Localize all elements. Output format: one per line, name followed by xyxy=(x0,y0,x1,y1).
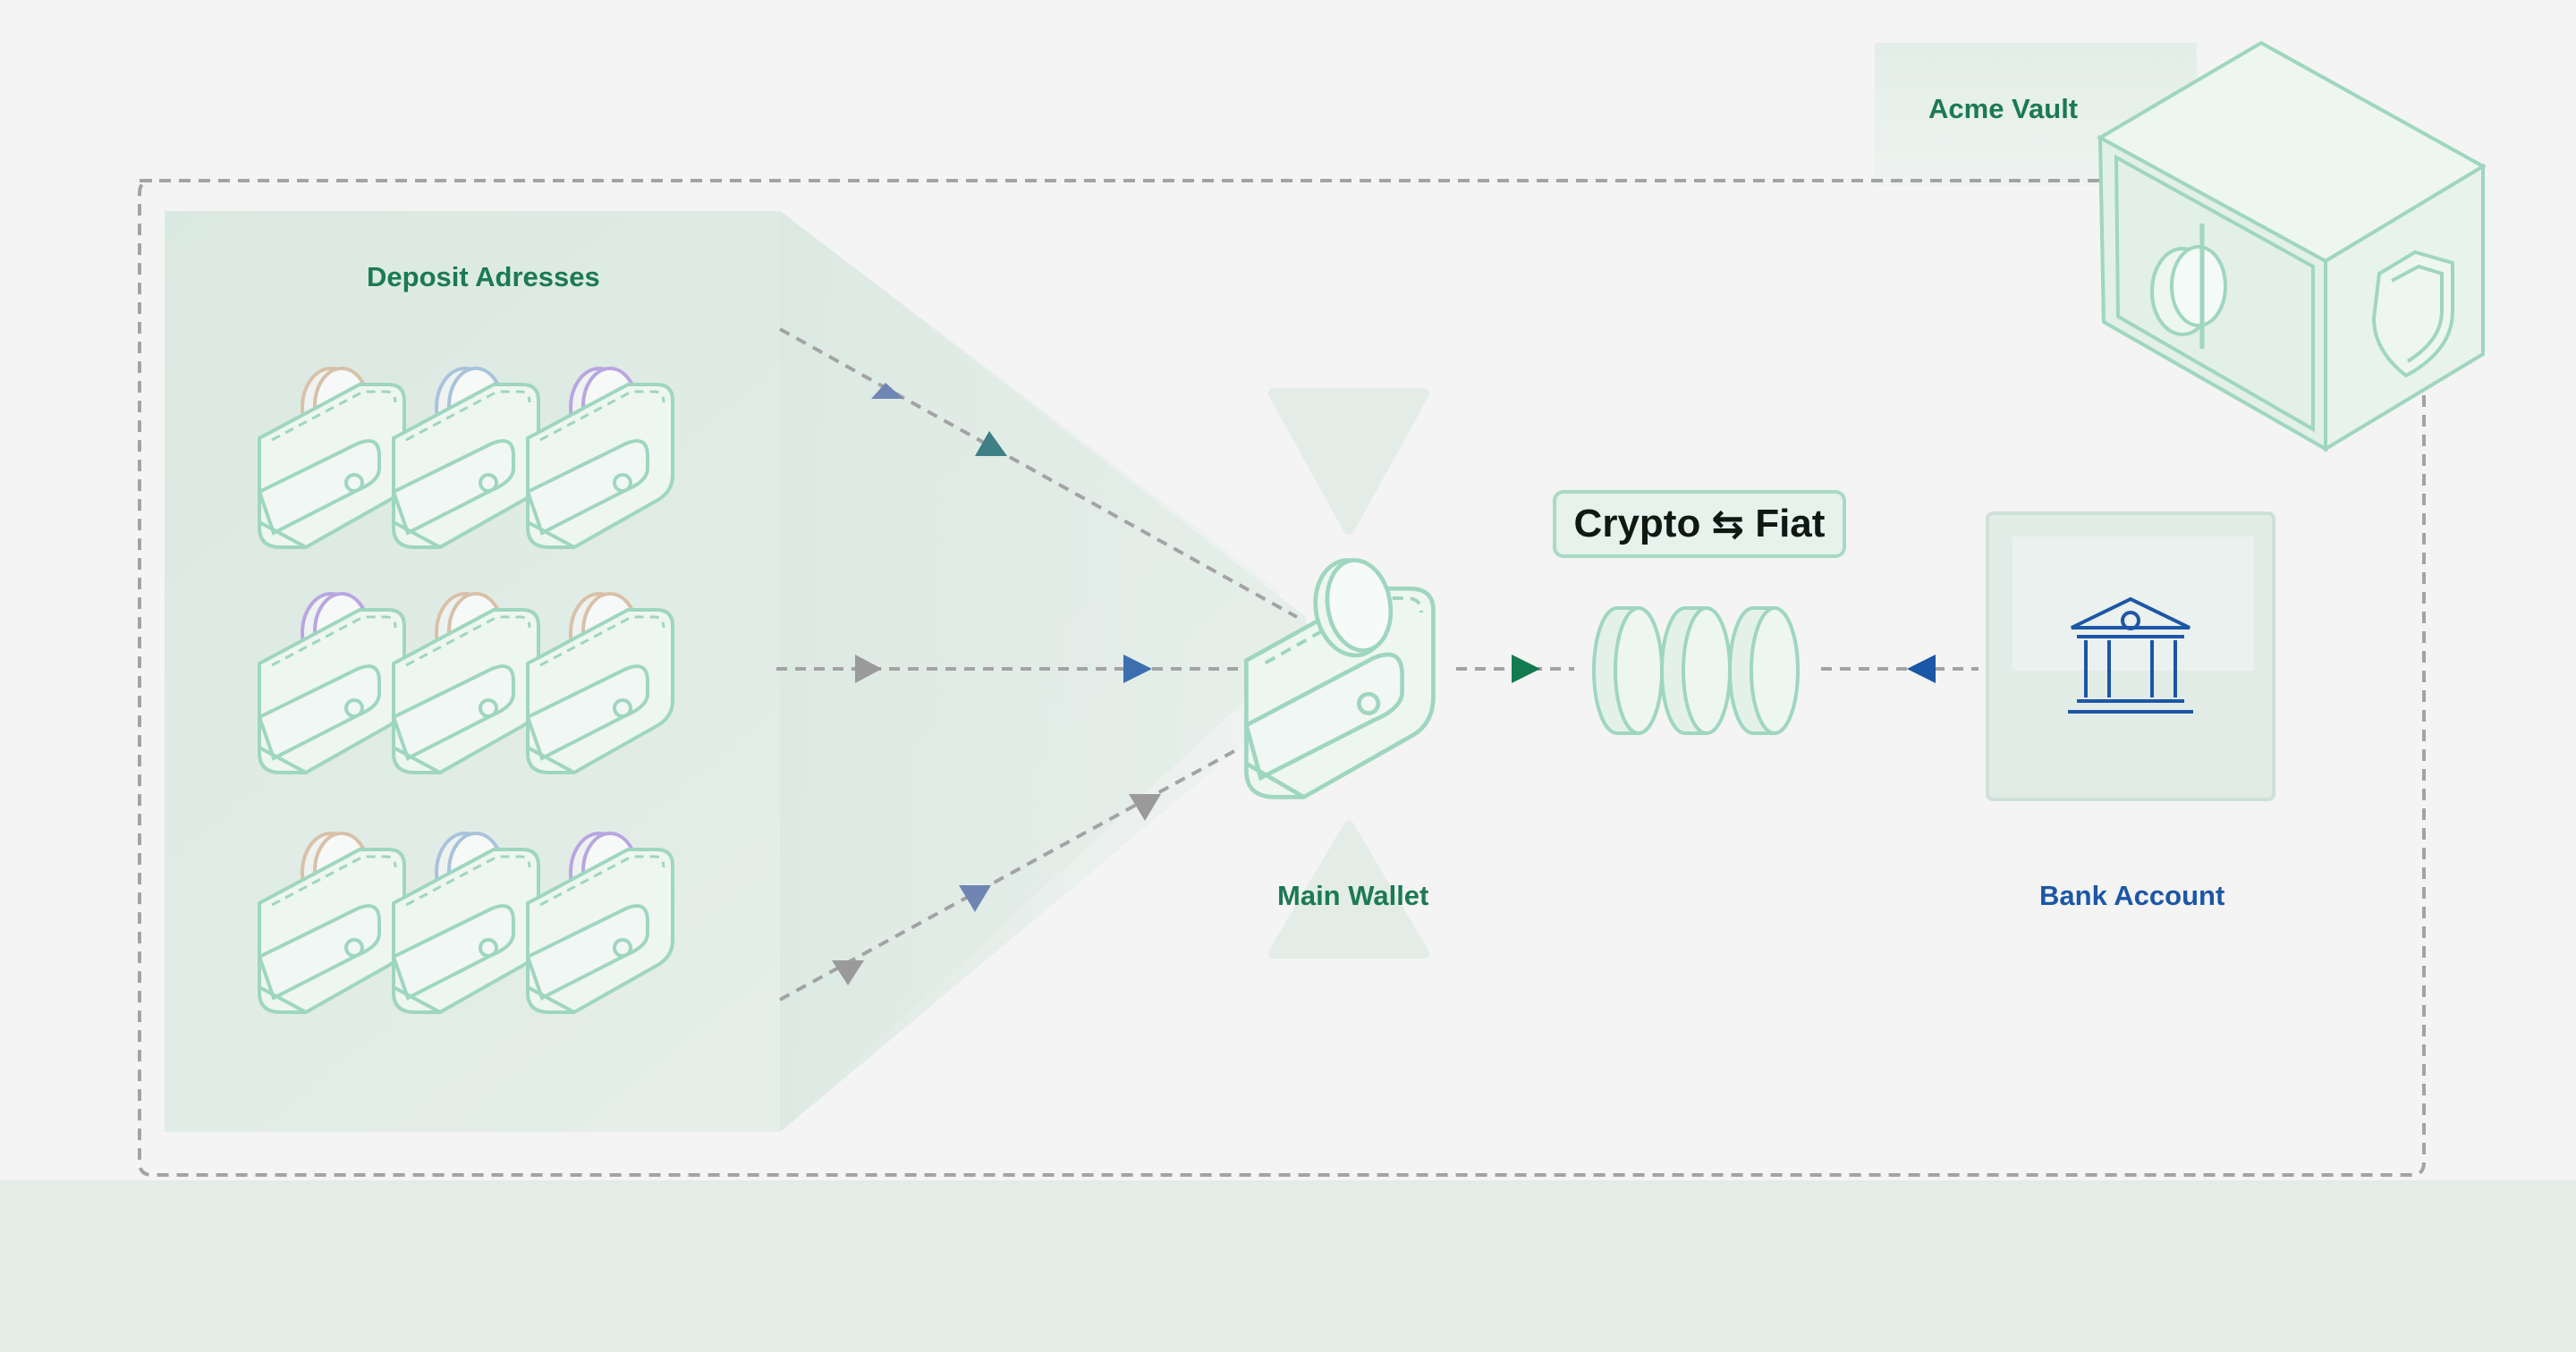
deposit-wallet-icon xyxy=(392,592,540,774)
arrow-slate-top xyxy=(871,383,903,399)
arrow-teal-top xyxy=(975,431,1007,456)
deposit-wallet-grid xyxy=(258,367,674,1014)
deposit-wallet-icon xyxy=(526,832,674,1014)
bottom-band xyxy=(0,1180,2576,1352)
arrow-gray-lower xyxy=(1129,794,1161,821)
deposit-wallet-icon xyxy=(526,367,674,549)
arrow-green-to-coins xyxy=(1512,655,1540,683)
fiat-label: Fiat xyxy=(1755,502,1826,545)
deposit-wallet-icon xyxy=(392,832,540,1014)
bank-account-label: Bank Account xyxy=(2039,880,2225,911)
bank-account-card xyxy=(1986,511,2275,801)
crypto-label: Crypto xyxy=(1573,502,1701,545)
main-wallet-top-wedge xyxy=(1268,388,1429,535)
coin-stack-icon xyxy=(1592,606,1800,735)
arrow-blue-from-bank xyxy=(1907,655,1936,683)
exchange-arrows-icon: ⇆ xyxy=(1711,502,1745,546)
arrow-blue-middle xyxy=(1123,655,1152,683)
main-wallet-bottom-wedge xyxy=(1268,821,1429,959)
deposit-addresses-label: Deposit Adresses xyxy=(367,261,600,292)
main-wallet-label: Main Wallet xyxy=(1277,880,1429,911)
crypto-fiat-badge: Crypto ⇆ Fiat xyxy=(1553,490,1846,558)
funnel xyxy=(780,211,1279,1132)
deposit-wallet-icon xyxy=(258,367,406,549)
vault-label: Acme Vault xyxy=(1928,93,2079,124)
bank-icon xyxy=(2068,596,2193,714)
deposit-wallet-icon xyxy=(258,592,406,774)
safe-icon xyxy=(2096,40,2487,452)
flow-arrows xyxy=(832,383,1936,985)
deposit-wallet-icon xyxy=(258,832,406,1014)
deposit-wallet-icon xyxy=(526,592,674,774)
arrow-slate-lower xyxy=(959,885,991,912)
flow-line-top xyxy=(779,327,1298,619)
deposit-wallet-icon xyxy=(392,367,540,549)
arrow-gray-middle xyxy=(855,655,882,683)
vault-boundary xyxy=(138,178,2426,1177)
main-wallet-icon xyxy=(1243,558,1436,799)
arrow-gray-bottom xyxy=(832,960,864,985)
